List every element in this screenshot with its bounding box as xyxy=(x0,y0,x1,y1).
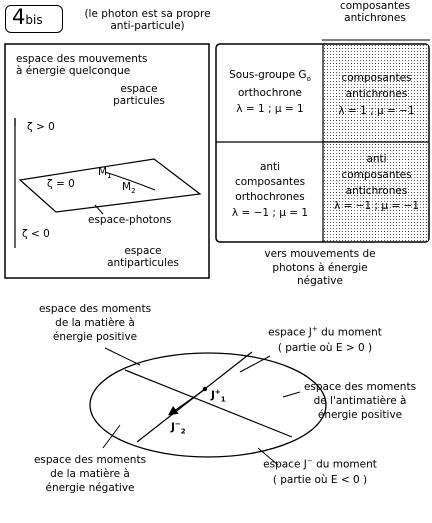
antichronous-components-header: composantes antichrones xyxy=(320,0,430,24)
photon-pointer xyxy=(94,204,104,215)
cell-anti-antichronous: anti composantes antichrones λ = −1 ; μ … xyxy=(324,152,429,215)
caption-line-2: photons à énergie xyxy=(272,261,368,274)
figure-number-digit: 4 xyxy=(12,5,26,29)
cell-anti-orthochronous: anti composantes orthochrones λ = −1 ; μ… xyxy=(217,160,323,221)
r-line-1: espace des moments xyxy=(303,381,417,393)
cell-antichronous-components: composantes antichrones λ = 1 ; μ = −1 xyxy=(324,70,429,119)
moment-space-ellipse xyxy=(89,352,327,458)
bl-line-3: énergie négative xyxy=(45,482,135,495)
cell-r2c1-line-3: orthochrones xyxy=(235,191,305,204)
j2-sup: − xyxy=(174,420,181,428)
point-m2-label: M2 xyxy=(122,181,136,195)
r-line-3: énergie positive xyxy=(317,409,403,422)
cell-r2c1-line-1: anti xyxy=(259,161,281,173)
antiparticle-space-line-1: espace xyxy=(124,245,162,257)
cell-r2c2-line-2: composantes xyxy=(341,168,412,181)
antichronous-column-shading xyxy=(323,45,428,241)
photon-note-line-2: anti-particule) xyxy=(110,20,185,33)
cell-r1c1-line-3: λ = 1 ; μ = 1 xyxy=(236,103,304,116)
antiparticle-space-line-2: antiparticules xyxy=(107,257,179,270)
header-line-2: antichrones xyxy=(344,12,406,25)
zeta-positive-label: ζ > 0 xyxy=(27,121,55,133)
trajectory-m1-m2 xyxy=(104,171,156,191)
tr-line-2: ( partie où E > 0 ) xyxy=(277,341,373,354)
point-m1-label: M1 xyxy=(98,166,112,180)
photon-plane xyxy=(18,158,202,213)
br-line-1-tail: du moment xyxy=(312,458,377,471)
tr-sup: + xyxy=(311,325,318,333)
j1-sup: + xyxy=(214,388,221,396)
header-line-1: composantes xyxy=(339,0,411,12)
j1-sub: 1 xyxy=(220,395,226,404)
antiparticle-space-label: espace antiparticules xyxy=(88,245,198,269)
br-line-2: ( partie où E < 0 ) xyxy=(272,473,368,486)
cell-r2c2-line-4: λ = −1 ; μ = −1 xyxy=(333,200,419,213)
left-panel-frame xyxy=(4,43,210,279)
m1-letter: M xyxy=(98,166,108,178)
figure-number-suffix: bis xyxy=(25,13,43,27)
j1-plus-label: J+1 xyxy=(211,388,226,404)
figure-number: 4bis xyxy=(12,5,43,29)
matter-positive-energy-label: espace des moments de la matière à énerg… xyxy=(25,302,165,345)
br-line-1-text: espace J xyxy=(263,458,307,471)
zeta-negative-label: ζ < 0 xyxy=(22,228,50,240)
tl-line-3: énergie positive xyxy=(52,331,138,344)
negative-energy-caption: vers mouvements de photons à énergie nég… xyxy=(240,248,400,289)
m2-letter: M xyxy=(122,181,132,193)
cell-orthochronous-subgroup: Sous-groupe Go orthochrone λ = 1 ; μ = 1 xyxy=(217,67,323,117)
photon-note: (le photon est sa propre anti-particule) xyxy=(70,8,225,32)
j2-minus-label: J−2 xyxy=(171,420,186,436)
j-minus-space-label: espace J− du moment ( partie où E < 0 ) xyxy=(240,456,400,488)
tr-line-1-tail: du moment xyxy=(317,326,382,339)
ellipse-divider xyxy=(124,369,293,438)
caption-line-1: vers mouvements de xyxy=(264,248,376,260)
cell-r2c1-line-2: composantes xyxy=(234,176,306,189)
j2-sub: 2 xyxy=(180,427,186,436)
cell-r1c1-line-1: Sous-groupe Go xyxy=(217,67,323,85)
cell-r2c1-line-4: λ = −1 ; μ = 1 xyxy=(231,206,309,219)
j-plus-space-label: espace J+ du moment ( partie où E > 0 ) xyxy=(250,324,400,356)
left-panel-title: espace des mouvements à énergie quelconq… xyxy=(16,53,147,77)
j1-letter: J xyxy=(211,389,215,402)
zeta-zero-label: ζ = 0 xyxy=(47,178,75,190)
j2-letter: J xyxy=(171,421,175,434)
matter-negative-energy-label: espace des moments de la matière à énerg… xyxy=(20,453,160,496)
photon-note-line-1: (le photon est sa propre xyxy=(84,8,211,20)
m2-subscript: 2 xyxy=(131,187,136,196)
cell-r1c1-line-1-text: Sous-groupe G xyxy=(229,69,307,81)
m1-subscript: 1 xyxy=(107,172,112,181)
left-panel-title-line-2: à énergie quelconque xyxy=(16,65,131,78)
particle-space-line-1: espace xyxy=(120,83,158,95)
moment-arrow xyxy=(168,389,205,416)
br-line-1: espace J− du moment xyxy=(240,456,400,473)
particle-space-label: espace particules xyxy=(100,83,178,107)
tl-line-2: de la matière à xyxy=(55,317,135,330)
tr-line-1: espace J+ du moment xyxy=(250,324,400,341)
tl-line-1: espace des moments xyxy=(38,303,152,315)
br-sup: − xyxy=(306,457,313,465)
particle-space-line-2: particules xyxy=(113,95,165,108)
cell-r1c2-line-1: composantes xyxy=(341,72,412,84)
bl-line-1: espace des moments xyxy=(33,454,147,466)
cell-r2c2-line-1: anti xyxy=(366,153,387,165)
point-j1 xyxy=(202,386,208,392)
cell-r1c2-line-3: λ = 1 ; μ = −1 xyxy=(338,104,415,117)
cell-r1c2-line-2: antichrones xyxy=(345,88,408,101)
antimatter-positive-energy-label: espace des moments de l'antimatière à én… xyxy=(295,380,425,423)
bl-line-2: de la matière à xyxy=(50,468,130,481)
cell-r2c2-line-3: antichrones xyxy=(345,184,408,197)
g-subscript: o xyxy=(306,75,311,84)
caption-line-3: négative xyxy=(297,275,343,288)
photon-space-label: espace-photons xyxy=(88,214,172,226)
r-line-2: de l'antimatière à xyxy=(313,395,407,408)
figure-number-badge xyxy=(5,5,63,33)
left-panel-title-line-1: espace des mouvements xyxy=(16,53,148,65)
cell-r1c1-line-2: orthochrone xyxy=(238,86,302,99)
tr-line-1-text: espace J xyxy=(268,326,312,339)
